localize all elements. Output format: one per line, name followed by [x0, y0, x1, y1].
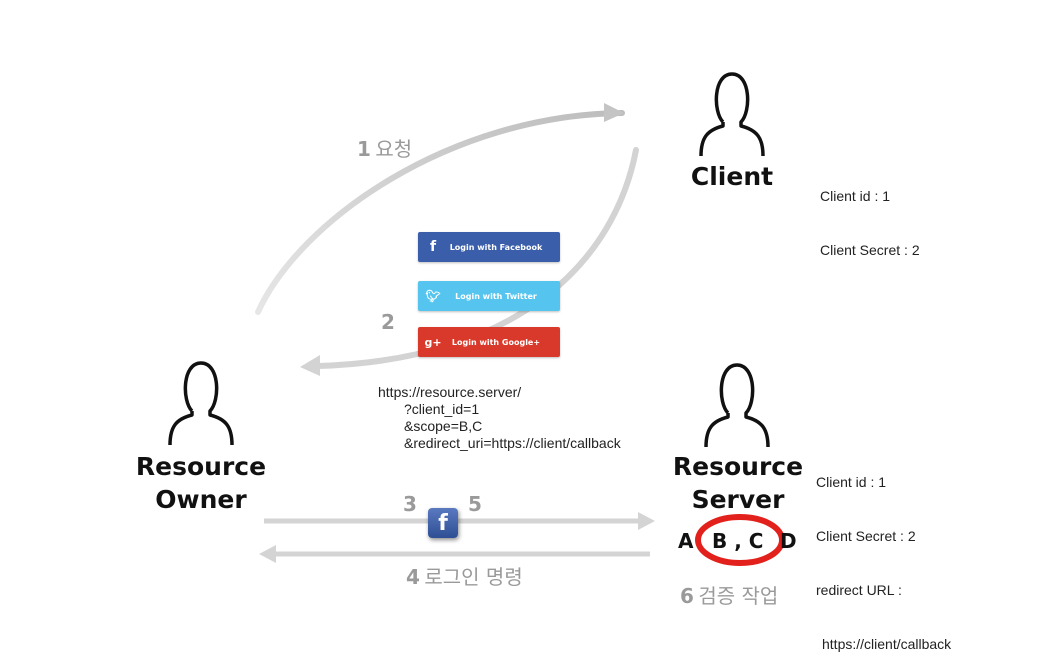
resource-server-label: Resource Server [668, 450, 808, 516]
server-info-secret: Client Secret : 2 [816, 528, 916, 544]
step-3-number: 3 [403, 492, 417, 516]
twitter-icon: 🐦︎ [425, 289, 441, 303]
client-person-icon [699, 72, 765, 157]
auth-url-scope: &scope=B,C [404, 418, 483, 434]
resource-owner-label-line2: Owner [155, 485, 247, 514]
client-info-id: Client id : 1 [820, 188, 891, 204]
arc-redirect-arrowhead [300, 355, 320, 376]
login-google-label: Login with Google+ [451, 337, 541, 347]
arrow-3-5-head [638, 512, 655, 530]
facebook-icon: f [429, 239, 437, 255]
server-info: Client id : 1 Client Secret : 2 redirect… [816, 437, 951, 671]
arc-request [255, 110, 625, 315]
client-info: Client id : 1 Client Secret : 2 [820, 151, 920, 277]
arc-request-arrowhead [604, 103, 624, 122]
resource-owner-label-line1: Resource [135, 452, 267, 481]
client-info-secret: Client Secret : 2 [820, 242, 920, 258]
resource-owner-label: Resource Owner [131, 450, 271, 516]
step-4-number: 4 [406, 565, 420, 589]
login-google-button[interactable]: g+ Login with Google+ [418, 327, 560, 357]
auth-url-redirect: &redirect_uri=https://client/callback [404, 435, 621, 451]
auth-url-client-id: ?client_id=1 [404, 401, 480, 417]
scope-highlight-circle [695, 514, 785, 566]
step-6-text: 검증 작업 [698, 584, 779, 608]
step-6-number: 6 [680, 584, 694, 608]
auth-url-base: https://resource.server/ [378, 384, 522, 400]
login-twitter-button[interactable]: 🐦︎ Login with Twitter [418, 281, 560, 311]
facebook-badge-icon: f [428, 508, 458, 538]
scope-d: D [780, 529, 797, 553]
step-6-label: 6 검증 작업 [680, 580, 778, 609]
step-1-label: 1 요청 [357, 133, 412, 162]
resource-server-person-icon [704, 363, 770, 448]
step-1-text: 요청 [375, 137, 413, 161]
step-4-label: 4 로그인 명령 [406, 561, 523, 590]
login-facebook-label: Login with Facebook [449, 242, 543, 252]
server-info-redirect-url: https://client/callback [822, 636, 952, 652]
scope-b-c: B , C [712, 529, 764, 553]
login-facebook-button[interactable]: f Login with Facebook [418, 232, 560, 262]
client-label: Client [690, 162, 774, 191]
step-5-number: 5 [468, 492, 482, 516]
arrow-4-head [259, 545, 276, 563]
resource-server-label-line1: Resource [672, 452, 804, 481]
step-2-number: 2 [381, 310, 395, 334]
step-4-text: 로그인 명령 [424, 565, 523, 589]
google-plus-icon: g+ [424, 335, 442, 349]
login-twitter-label: Login with Twitter [455, 291, 537, 301]
scope-a: A [678, 529, 694, 553]
resource-owner-person-icon [168, 361, 234, 446]
authorization-url: https://resource.server/ ?client_id=1 &s… [378, 384, 621, 452]
step-1-number: 1 [357, 137, 371, 161]
server-info-redirect-label: redirect URL : [816, 582, 902, 598]
server-info-id: Client id : 1 [816, 474, 887, 490]
resource-server-label-line2: Server [691, 485, 785, 514]
